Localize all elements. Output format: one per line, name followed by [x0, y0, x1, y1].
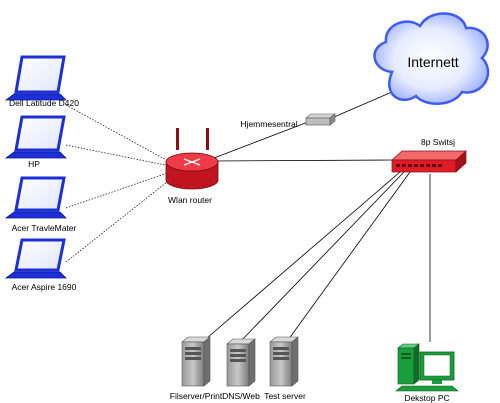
server-label: Test server [264, 391, 306, 401]
laptop-icon [4, 55, 67, 101]
server-fileserver: Filserver/Print [170, 336, 223, 401]
wifi-link-aspire [65, 177, 173, 263]
laptop-icon [4, 176, 67, 219]
switch-icon: 8p Switsj [391, 137, 467, 173]
server-dns: DNS/Web [222, 338, 260, 401]
switch-label: 8p Switsj [421, 137, 455, 147]
link-router-switch [213, 159, 397, 162]
link-switch-testserver [287, 171, 411, 341]
wifi-link-dell [65, 104, 171, 163]
link-gateway-internet [333, 91, 393, 118]
router-label: Wlan router [168, 195, 212, 205]
connections [65, 91, 431, 345]
desktop-pc: Dekstop PC [395, 343, 459, 403]
laptop-dell: Dell Latitude D420 [4, 55, 79, 108]
link-switch-fileserver [199, 171, 401, 345]
router-icon: Wlan router [165, 128, 219, 205]
server-test: Test server [264, 336, 306, 401]
desktop-pc-icon [395, 343, 459, 392]
laptop-label: Dell Latitude D420 [9, 98, 79, 108]
internet-cloud-icon: Internett [373, 12, 490, 105]
internet-label: Internett [407, 54, 458, 70]
laptop-aspire: Acer Aspire 1690 [4, 238, 77, 292]
gateway-label: Hjemmesentral [240, 119, 297, 129]
laptop-icon [4, 238, 67, 279]
link-switch-dns [239, 171, 405, 343]
link-router-gateway [213, 121, 309, 159]
wifi-link-hp [65, 144, 171, 167]
laptop-icon [4, 115, 67, 159]
laptop-label: HP [28, 159, 40, 169]
server-tower-icon [226, 338, 256, 387]
server-label: DNS/Web [222, 391, 260, 401]
laptop-hp: HP [4, 115, 67, 169]
wifi-link-travelmate [65, 171, 171, 209]
server-tower-icon [269, 336, 299, 387]
desktop-label: Dekstop PC [404, 393, 449, 403]
server-label: Filserver/Print [170, 391, 223, 401]
laptop-label: Acer TravleMater [12, 223, 77, 233]
server-tower-icon [181, 336, 211, 387]
laptop-label: Acer Aspire 1690 [12, 282, 77, 292]
laptop-travelmate: Acer TravleMater [4, 176, 77, 233]
gateway-device: Hjemmesentral [240, 113, 336, 129]
